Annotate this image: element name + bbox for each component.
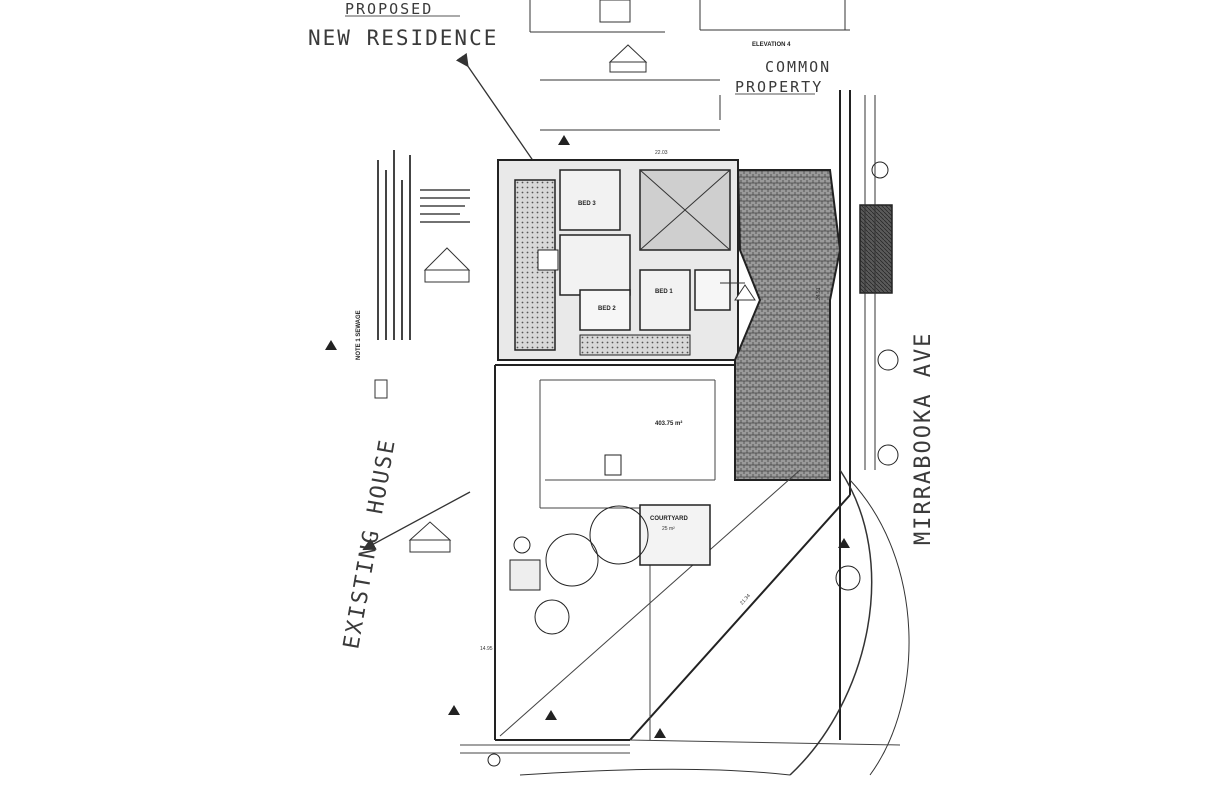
common-driveway	[734, 169, 842, 481]
existing-house-annotation: EXISTING HOUSE	[339, 437, 401, 652]
new-residence-arrow	[455, 52, 546, 179]
courtyard-label: COURTYARD	[650, 516, 688, 522]
courtyard-area: 25 m²	[662, 526, 675, 532]
survey-lines	[460, 379, 901, 754]
shed	[509, 559, 541, 591]
existing-house-arrow	[362, 491, 471, 551]
hatch-legend	[374, 379, 388, 399]
bed-3-label: BED 3	[578, 201, 596, 207]
svg-text:NOTE 1 SEWAGE: NOTE 1 SEWAGE	[356, 310, 362, 360]
elevation-strip	[529, 0, 850, 131]
trees	[487, 161, 899, 767]
property-annotation: PROPERTY	[735, 78, 823, 96]
legend-block	[420, 189, 470, 223]
side-dimension: 21.34	[739, 593, 752, 606]
warning-symbols	[325, 135, 850, 738]
building-footprint	[497, 159, 739, 361]
common-annotation: COMMON	[765, 58, 831, 76]
new-residence-annotation: NEW RESIDENCE	[308, 26, 498, 50]
street-kerb	[849, 479, 910, 776]
proposed-annotation: PROPOSED	[345, 0, 433, 18]
notes-block: NOTE 1 SEWAGE	[356, 150, 411, 360]
street-verge	[789, 469, 873, 776]
bed-2-label: BED 2	[598, 306, 616, 312]
house-symbol-2	[408, 521, 452, 553]
elevation-label: ELEVATION 4	[752, 42, 791, 48]
side-dimension-2: 24.91	[816, 287, 822, 300]
lot-area-label: 403.75 m²	[655, 420, 682, 427]
lot-boundary	[494, 90, 851, 741]
house-symbol	[423, 247, 471, 283]
bottom-dimension: 14.95	[480, 646, 493, 652]
courtyard	[639, 504, 711, 566]
bed-1-label: BED 1	[655, 289, 673, 295]
top-dimension: 22.03	[655, 150, 668, 156]
street-name-annotation: MIRRABOOKA AVE	[911, 332, 936, 545]
